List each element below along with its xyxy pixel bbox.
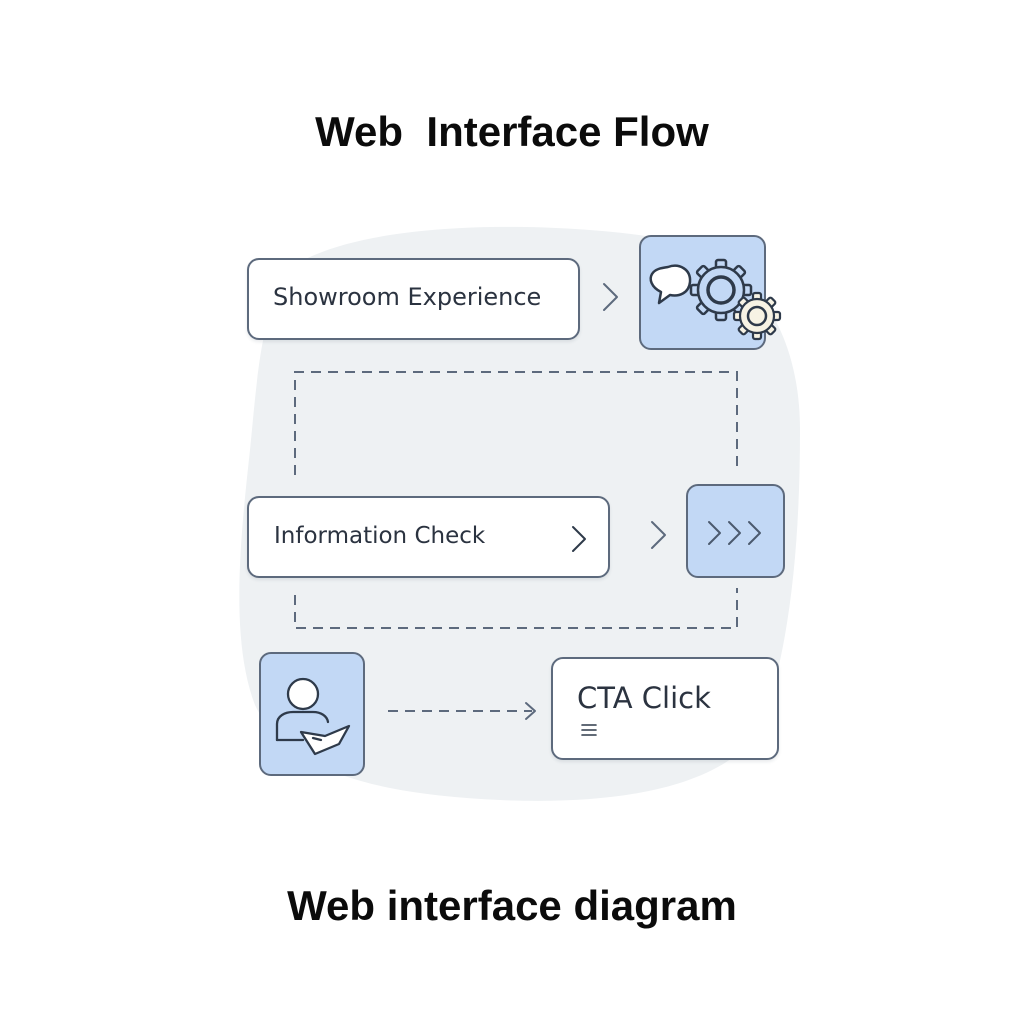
step-showroom-experience[interactable]: Showroom Experience: [247, 258, 580, 340]
chat-gears-icon: [649, 258, 782, 341]
dashed-loop-top: [294, 371, 738, 475]
process-tile-top[interactable]: [639, 235, 782, 350]
gear-icon: [689, 258, 753, 322]
triple-chevron-icon: [708, 521, 761, 545]
step-cta-label: CTA Click: [577, 681, 711, 715]
step-showroom-label: Showroom Experience: [273, 283, 542, 311]
chat-bubble-icon: [649, 264, 692, 305]
arrowhead-user-to-cta: [525, 702, 536, 720]
arrow-info-to-tile: [651, 521, 666, 549]
chevron-right-icon: [572, 526, 586, 552]
small-gear-icon: [732, 291, 782, 341]
diagram-title: Web Interface Flow: [315, 108, 709, 155]
diagram-caption: Web interface diagram: [287, 882, 737, 929]
dashed-loop-bottom: [294, 588, 738, 629]
user-with-document-icon: [275, 677, 351, 756]
step-information-label: Information Check: [274, 523, 486, 549]
step-cta-click[interactable]: CTA Click: [551, 657, 779, 760]
step-information-check[interactable]: Information Check: [247, 496, 610, 578]
process-tile-user[interactable]: [259, 652, 365, 776]
process-tile-middle[interactable]: [686, 484, 785, 578]
menu-lines-icon: [581, 724, 597, 736]
arrow-showroom-to-tile: [603, 283, 618, 311]
